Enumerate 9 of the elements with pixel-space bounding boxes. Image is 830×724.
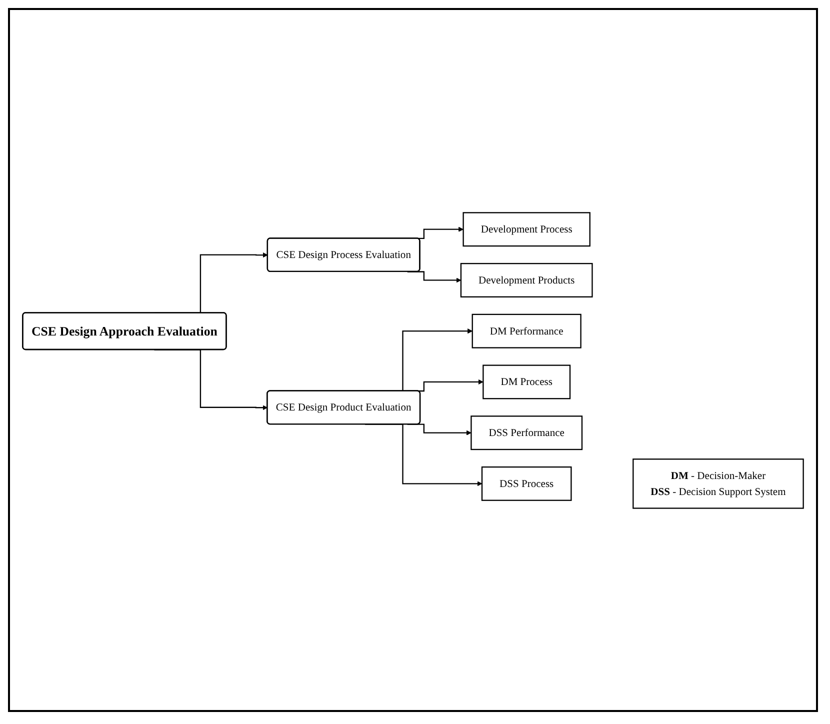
diagram-frame: CSE Design Approach Evaluation CSE Design Process Evaluation Development Process Development Products CSE Design Product Evaluation DM Performance DM Process DSS Performance DSS Process DM - Decision-Maker DSS - Decision Support System — [8, 8, 818, 712]
node-box — [470, 415, 583, 450]
arrow — [407, 270, 462, 282]
node-box — [462, 212, 590, 246]
node-box — [460, 262, 593, 297]
node-box — [482, 364, 571, 399]
node-box — [632, 458, 804, 508]
node-box — [472, 313, 582, 348]
node-box — [481, 466, 572, 500]
